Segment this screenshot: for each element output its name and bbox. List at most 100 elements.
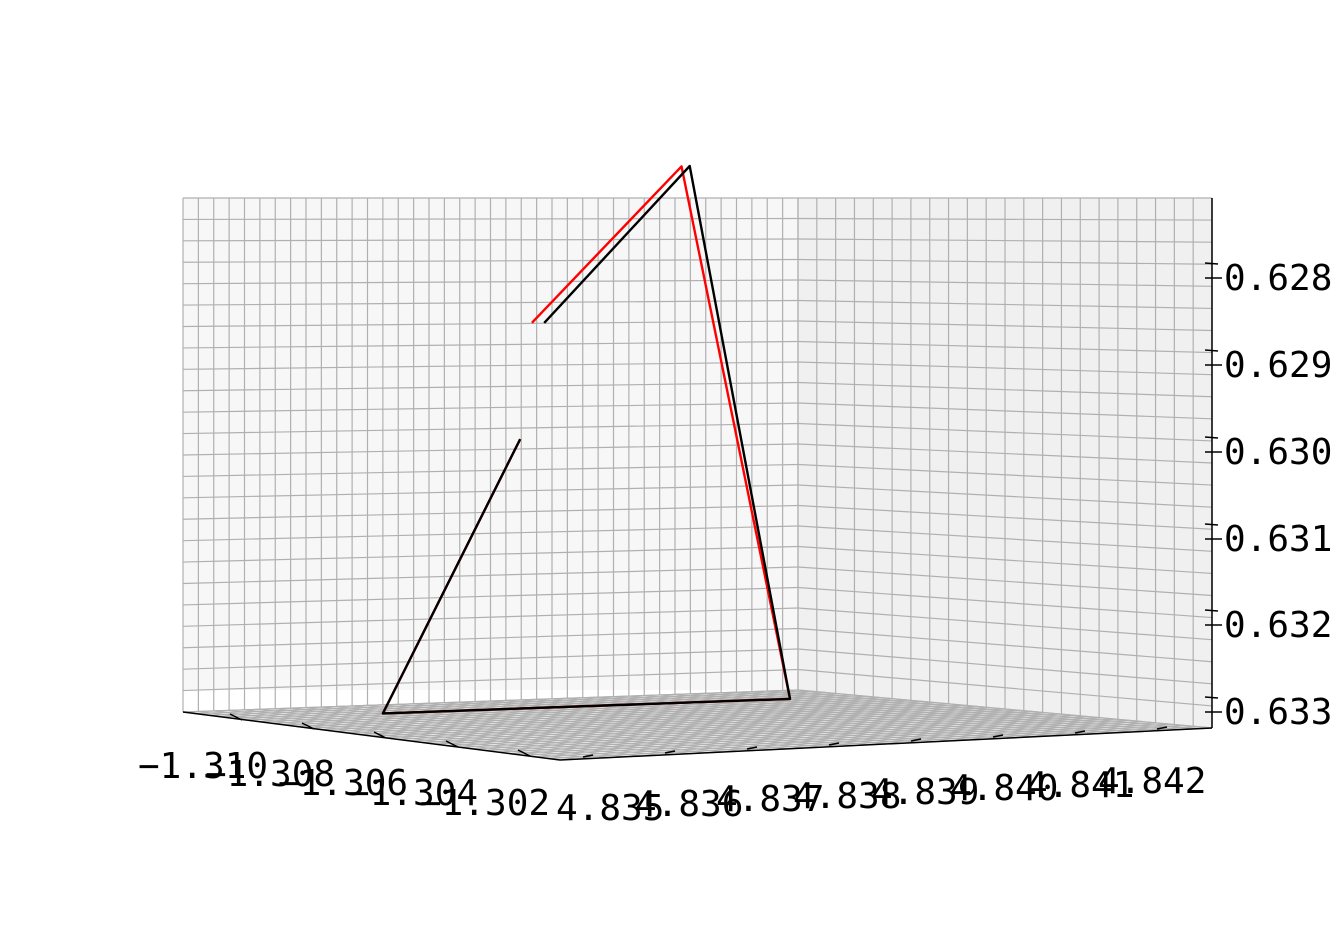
z-tick-label: 0.631 <box>1224 519 1332 560</box>
grid-line <box>797 504 1213 530</box>
grid-line <box>258 697 881 723</box>
grid-line <box>484 719 1130 751</box>
grid-line <box>459 717 1102 748</box>
grid-line <box>371 708 1006 737</box>
grid-line <box>797 402 1213 420</box>
x-tick-label: −1.304 <box>348 773 478 814</box>
grid-line <box>472 718 1116 750</box>
z-minor-tick <box>1204 523 1219 526</box>
grid-line <box>182 607 799 627</box>
grid-line <box>797 340 1213 354</box>
grid-line <box>182 689 799 713</box>
grid-line <box>797 217 1213 221</box>
y-tick <box>1074 730 1086 734</box>
grid-line <box>797 381 1213 398</box>
grid-line <box>522 723 1171 756</box>
grid-line <box>182 320 799 328</box>
x-tick-label: −1.306 <box>278 763 408 804</box>
grid-line <box>195 690 812 715</box>
y-tick <box>746 746 758 750</box>
y-tick <box>1156 726 1168 730</box>
grid-line <box>797 279 1213 287</box>
y-tick-label: 4.839 <box>871 772 979 813</box>
z-tick-label: 0.628 <box>1224 258 1332 299</box>
grid-line <box>797 668 1213 707</box>
x-tick-label: −1.302 <box>420 783 550 824</box>
y-tick-label: 4.836 <box>635 784 743 825</box>
z-minor-tick <box>1204 696 1219 699</box>
y-tick-label: 4.840 <box>950 768 1058 809</box>
z-minor-tick <box>1204 262 1219 265</box>
x-tick-label: −1.308 <box>205 754 335 795</box>
grid-line <box>296 700 923 727</box>
grid-line <box>182 258 799 263</box>
grid-line <box>208 691 826 716</box>
x-axis-line <box>182 711 561 761</box>
x-tick-label: −1.310 <box>138 746 268 787</box>
y-tick-label: 4.841 <box>1026 765 1134 806</box>
grid-line <box>797 361 1213 376</box>
grid-line <box>396 710 1033 740</box>
grid-line <box>283 699 909 726</box>
grid-line <box>346 705 978 734</box>
y-tick <box>582 754 594 758</box>
x-tick <box>229 713 243 721</box>
grid-line <box>797 525 1213 552</box>
series-line-1 <box>381 164 792 715</box>
grid-line <box>182 463 799 478</box>
grid-line <box>182 381 799 392</box>
grid-line <box>182 361 799 370</box>
grid-line <box>446 716 1088 747</box>
grid-line <box>384 709 1019 739</box>
grid-line <box>797 484 1213 508</box>
grid-line <box>182 566 799 585</box>
y-tick <box>992 734 1004 738</box>
grid-line <box>220 693 840 718</box>
x-tick <box>373 731 387 739</box>
grid-line <box>509 722 1157 755</box>
grid-line <box>409 712 1047 742</box>
y-axis-line <box>559 727 1213 761</box>
grid-line <box>182 217 799 221</box>
grid-line <box>182 299 799 306</box>
grid-line <box>797 422 1213 442</box>
y-tick-label: 4.837 <box>716 779 824 820</box>
grid-line <box>421 713 1061 743</box>
grid-line <box>182 586 799 606</box>
y-tick-label: 4.835 <box>556 788 664 829</box>
grid-line <box>797 463 1213 486</box>
grid-line <box>182 484 799 499</box>
grid-line <box>797 648 1213 685</box>
grid-line <box>182 648 799 670</box>
z-tick-label: 0.633 <box>1224 692 1332 733</box>
y-tick-label: 4.838 <box>793 776 901 817</box>
grid-line <box>182 627 799 649</box>
y-tick <box>910 738 922 742</box>
grid-line <box>797 607 1213 641</box>
grid-line <box>797 320 1213 332</box>
axes <box>182 198 1222 761</box>
x-tick <box>445 740 459 748</box>
grid-line <box>358 707 992 735</box>
grid-line <box>434 714 1075 745</box>
y-tick-label: 4.842 <box>1098 761 1206 802</box>
y-tick <box>664 750 676 754</box>
grid-line <box>182 545 799 563</box>
tick-labels: 0.6280.6290.6300.6310.6320.633−1.310−1.3… <box>138 258 1332 829</box>
grid-line <box>182 422 799 435</box>
x-tick <box>301 722 315 730</box>
grid-line <box>182 443 799 456</box>
grid-line <box>797 566 1213 597</box>
series-lines <box>381 164 792 715</box>
grid-line <box>797 299 1213 310</box>
grid-line <box>797 443 1213 464</box>
grid-line <box>797 586 1213 619</box>
grid-line <box>534 724 1185 758</box>
z-minor-tick <box>1204 349 1219 352</box>
grid-line <box>497 721 1144 753</box>
grid-line <box>182 668 799 692</box>
grid-line <box>547 726 1199 759</box>
y-tick <box>828 742 840 746</box>
grid-line <box>797 238 1213 243</box>
